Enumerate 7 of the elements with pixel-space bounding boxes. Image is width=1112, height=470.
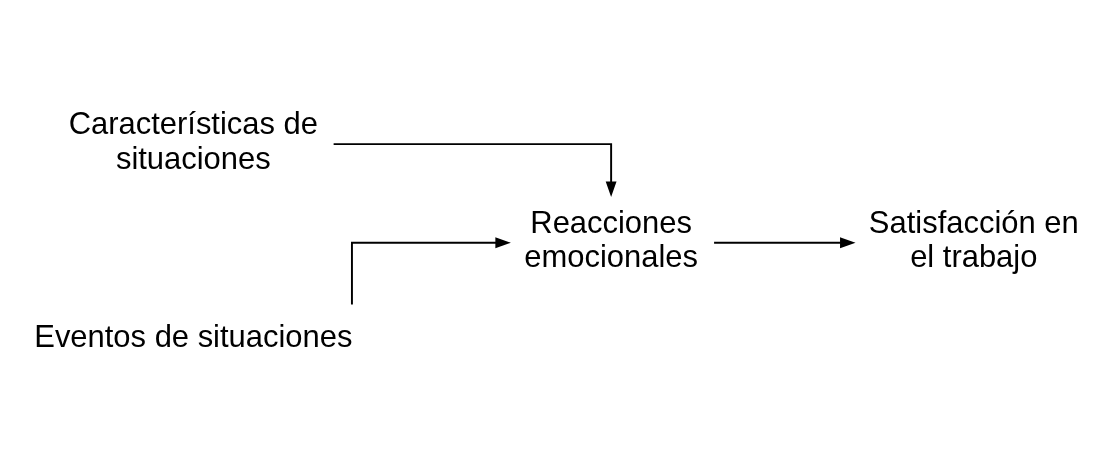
node-text: Reacciones emocionales <box>524 204 698 275</box>
arrow <box>713 237 856 249</box>
arrow <box>350 237 511 306</box>
node-text: Características de situaciones <box>68 106 318 176</box>
node-text: Satisfacción en el trabajo <box>868 204 1079 275</box>
arrow <box>332 143 617 197</box>
node-text: Eventos de situaciones <box>34 318 353 354</box>
